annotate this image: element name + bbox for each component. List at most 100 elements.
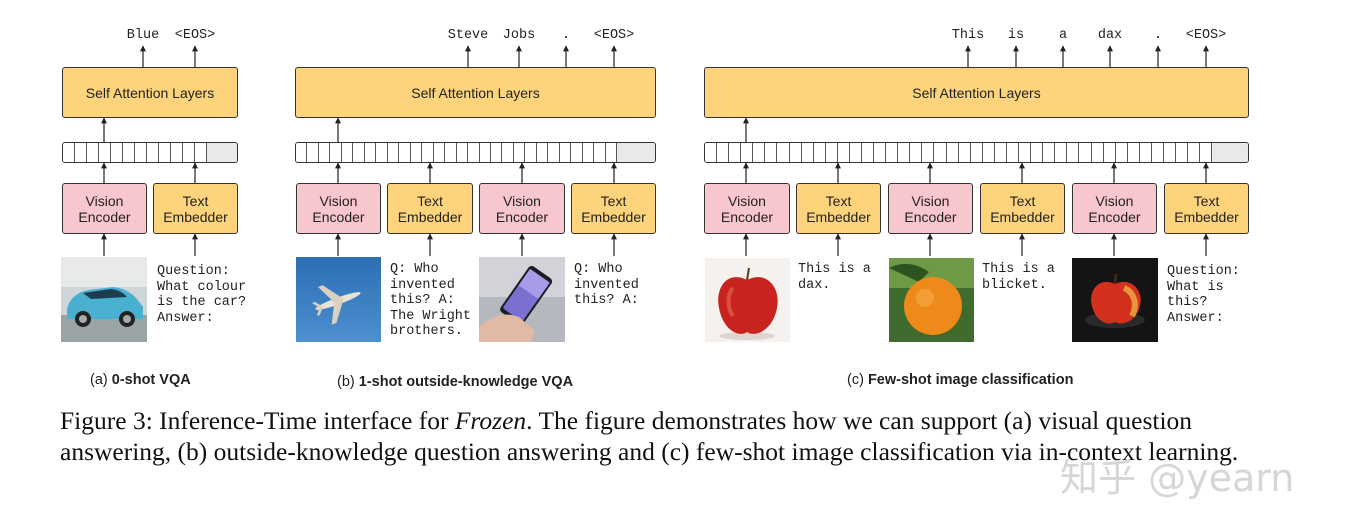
token-cell	[910, 143, 923, 162]
token-cell	[789, 143, 802, 162]
token-padding	[207, 143, 237, 162]
token-cell	[183, 143, 195, 162]
token-cell	[63, 143, 75, 162]
token-cell	[946, 143, 959, 162]
vision-encoder-label: Vision Encoder	[720, 192, 774, 225]
token-cell	[1055, 143, 1068, 162]
token-sequence-bar	[704, 142, 1249, 163]
token-cell	[1019, 143, 1032, 162]
token-cell	[862, 143, 875, 162]
token-cell	[1006, 143, 1020, 162]
watermark: 知乎 @yearn	[1060, 456, 1295, 500]
token-cell	[135, 143, 147, 162]
token-cell	[364, 143, 377, 162]
token-cell	[147, 143, 159, 162]
token-cell	[468, 143, 480, 162]
token-cell	[513, 143, 526, 162]
token-cell	[502, 143, 514, 162]
token-cell	[1067, 143, 1080, 162]
token-cell	[1151, 143, 1164, 162]
token-cell	[159, 143, 171, 162]
token-cell	[1188, 143, 1201, 162]
panel-a-label: (a) 0-shot VQA	[90, 372, 191, 388]
token-cell	[318, 143, 331, 162]
token-cell	[75, 143, 87, 162]
output-token: <EOS>	[1185, 28, 1227, 43]
vision-encoder-label: Vision Encoder	[1088, 192, 1141, 225]
text-embedder: Text Embedder	[1164, 183, 1249, 234]
token-cell	[536, 143, 549, 162]
airplane-image	[296, 257, 381, 342]
token-cell	[777, 143, 790, 162]
self-attention-label: Self Attention Layers	[411, 84, 540, 101]
self-attention-label: Self Attention Layers	[912, 84, 1041, 101]
text-embedder: Text Embedder	[796, 183, 881, 234]
self-attention-layers: Self Attention Layers	[62, 67, 238, 118]
self-attention-layers: Self Attention Layers	[295, 67, 656, 118]
token-cell	[399, 143, 411, 162]
token-cell	[341, 143, 354, 162]
token-cell	[387, 143, 400, 162]
token-cell	[296, 143, 308, 162]
token-cell	[582, 143, 595, 162]
label-prefix: (c)	[847, 372, 864, 388]
token-cell	[571, 143, 583, 162]
token-cell	[307, 143, 319, 162]
token-sequence-bar	[295, 142, 656, 163]
token-cell	[753, 143, 766, 162]
question-answer-prompt: Q: Who invented this? A: The Wright brot…	[390, 262, 472, 339]
token-cell	[605, 143, 618, 162]
caption-italic-model-name: Frozen	[454, 406, 527, 435]
text-embedder-label: Text Embedder	[581, 192, 646, 225]
vision-encoder: Vision Encoder	[479, 183, 565, 234]
token-cell	[849, 143, 863, 162]
query-apple-image	[1072, 258, 1158, 342]
token-cell	[825, 143, 838, 162]
token-cell	[1079, 143, 1092, 162]
token-cell	[594, 143, 606, 162]
self-attention-layers: Self Attention Layers	[704, 67, 1249, 118]
text-embedder-label: Text Embedder	[806, 192, 871, 225]
panel-c-label: (c) Few-shot image classification	[847, 372, 1073, 388]
panel-b-label: (b) 1-shot outside-knowledge VQA	[337, 374, 573, 390]
token-cell	[1043, 143, 1056, 162]
token-cell	[958, 143, 971, 162]
token-cell	[922, 143, 935, 162]
token-cell	[330, 143, 342, 162]
text-embedder: Text Embedder	[980, 183, 1065, 234]
car-image	[61, 257, 147, 342]
token-cell	[376, 143, 388, 162]
vision-encoder-label: Vision Encoder	[78, 192, 131, 225]
support-caption: This is a blicket.	[982, 262, 1055, 293]
token-cell	[837, 143, 850, 162]
question-prompt: Q: Who invented this? A:	[574, 262, 639, 308]
token-cell	[717, 143, 730, 162]
token-cell	[1091, 143, 1104, 162]
text-embedder-label: Text Embedder	[397, 192, 463, 225]
vision-encoder: Vision Encoder	[888, 183, 973, 234]
label-prefix: (a)	[90, 372, 108, 388]
question-prompt: Question: What is this? Answer:	[1167, 264, 1240, 326]
orange-image	[889, 258, 974, 342]
token-padding	[1212, 143, 1248, 162]
vision-encoder: Vision Encoder	[296, 183, 381, 234]
output-token: a	[1058, 28, 1068, 43]
token-cell	[1115, 143, 1128, 162]
token-sequence-bar	[62, 142, 238, 163]
vision-encoder: Vision Encoder	[62, 183, 147, 234]
token-cell	[195, 143, 207, 162]
label-bold: Few-shot image classification	[867, 372, 1074, 388]
output-token: .	[1153, 28, 1163, 43]
token-cell	[490, 143, 503, 162]
vision-encoder-label: Vision Encoder	[312, 192, 365, 225]
token-cell	[410, 143, 423, 162]
token-cell	[456, 143, 469, 162]
token-cell	[353, 143, 365, 162]
token-cell	[1176, 143, 1189, 162]
token-cell	[1127, 143, 1140, 162]
token-cell	[445, 143, 457, 162]
token-cell	[87, 143, 99, 162]
token-cell	[559, 143, 572, 162]
token-cell	[123, 143, 135, 162]
